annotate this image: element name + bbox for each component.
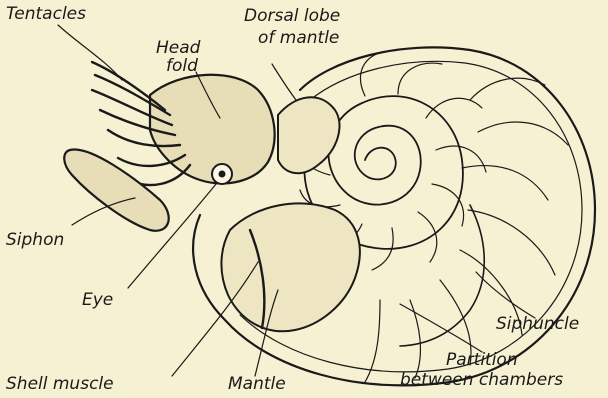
label-partition-line2: between chambers [400,372,563,389]
label-dorsal-lobe-line2: of mantle [258,30,339,47]
label-siphuncle: Siphuncle [496,316,579,333]
label-mantle: Mantle [228,376,286,393]
label-eye: Eye [82,292,113,309]
mantle-body [221,203,359,331]
head-hood [150,75,275,184]
label-shell-muscle: Shell muscle [6,376,114,393]
label-partition-line1: Partition [446,352,518,369]
label-tentacles: Tentacles [6,6,86,23]
dorsal-lobe [278,97,340,173]
label-siphon: Siphon [6,232,64,249]
label-head-fold-line1: Head [156,40,200,57]
label-dorsal-lobe-line1: Dorsal lobe [244,8,340,25]
label-head-fold-line2: fold [166,58,198,75]
eye-pupil [219,171,226,178]
siphon-funnel [64,149,168,230]
